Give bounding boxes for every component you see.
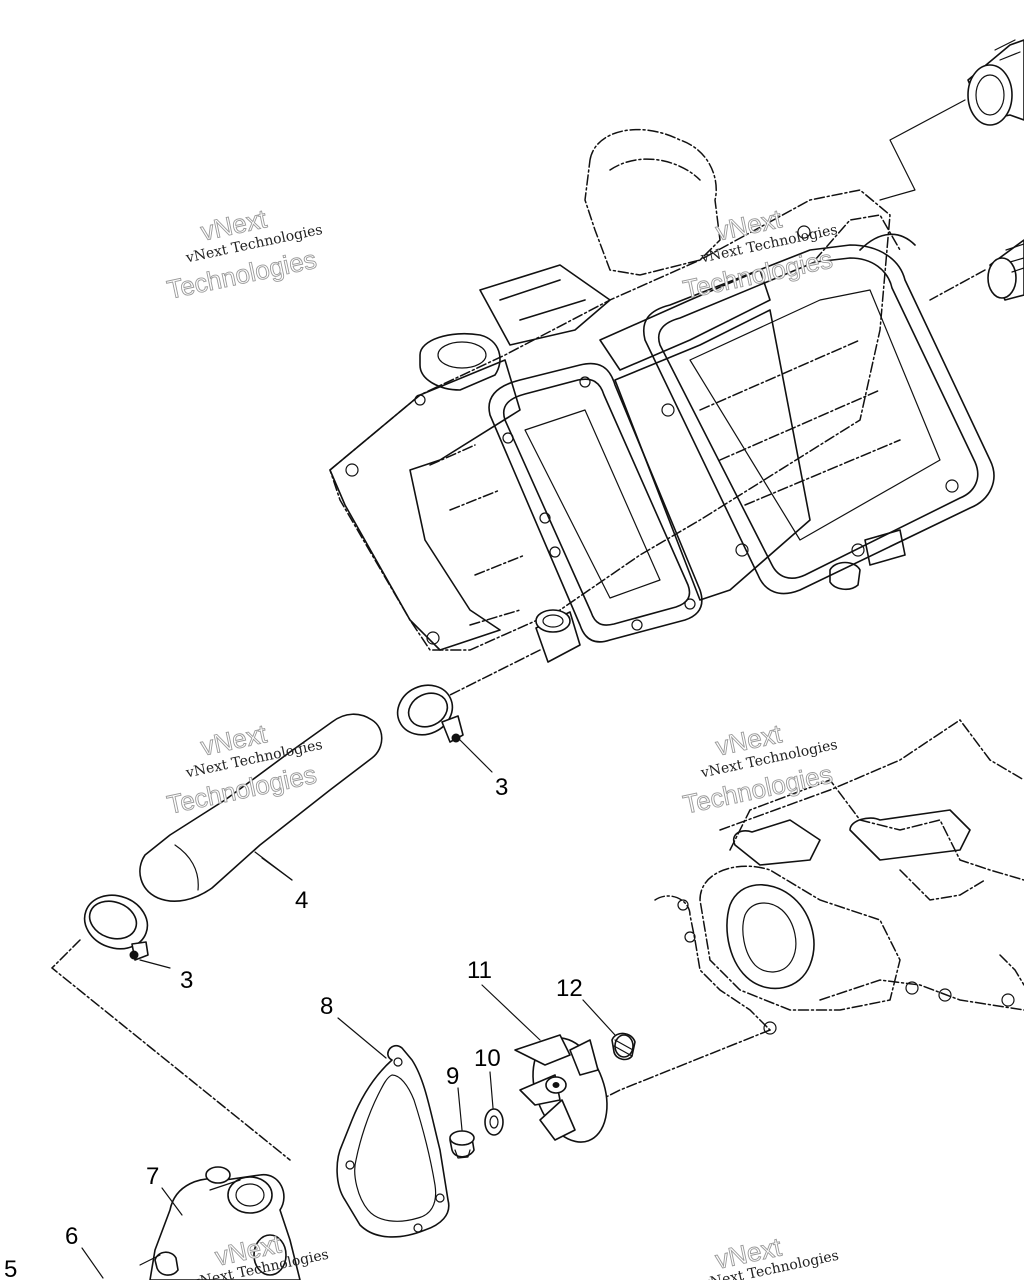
hose-fitting [987, 239, 1024, 301]
callout-12: 12 [556, 975, 583, 1002]
leader-lines [81, 857, 616, 1279]
callout-7: 7 [146, 1163, 159, 1190]
water-pump-cover [139, 1166, 301, 1280]
watermark-middle-right: vNext vNext Technologies Technologies [680, 718, 839, 820]
callout-3a: 3 [495, 774, 508, 801]
callout-9: 9 [446, 1063, 459, 1090]
pump-nut [611, 1032, 636, 1061]
callout-3b: 3 [180, 967, 193, 994]
pump-washer [484, 1108, 504, 1136]
callout-8: 8 [320, 993, 333, 1020]
hose-clamp-lower [50, 894, 291, 1161]
callout-5: 5 [4, 1256, 17, 1280]
fitting-leader-lines [879, 99, 986, 301]
upper-fitting [967, 39, 1024, 126]
pump-cover-gasket [336, 1044, 450, 1238]
pump-shaft-bolt [449, 1130, 475, 1159]
cylinder-head-assembly [329, 128, 995, 663]
pump-impeller [514, 1034, 608, 1143]
watermark-bottom-right: vNext vNext Technologies [700, 1231, 840, 1280]
callout-numbers: 3 4 3 8 11 12 9 10 7 6 5 [4, 774, 583, 1280]
crankcase-housing [654, 718, 1024, 1035]
watermark-top-right: vNext vNext Technologies Technologies [680, 203, 839, 305]
callout-6: 6 [65, 1223, 78, 1250]
watermark-top-left: vNext vNext Technologies Technologies [164, 203, 324, 305]
callout-11: 11 [467, 957, 492, 984]
watermark-line1: vNext [198, 718, 270, 761]
callout-10: 10 [474, 1045, 501, 1072]
callout-4: 4 [295, 887, 308, 914]
hose-clamp-upper [396, 649, 541, 773]
